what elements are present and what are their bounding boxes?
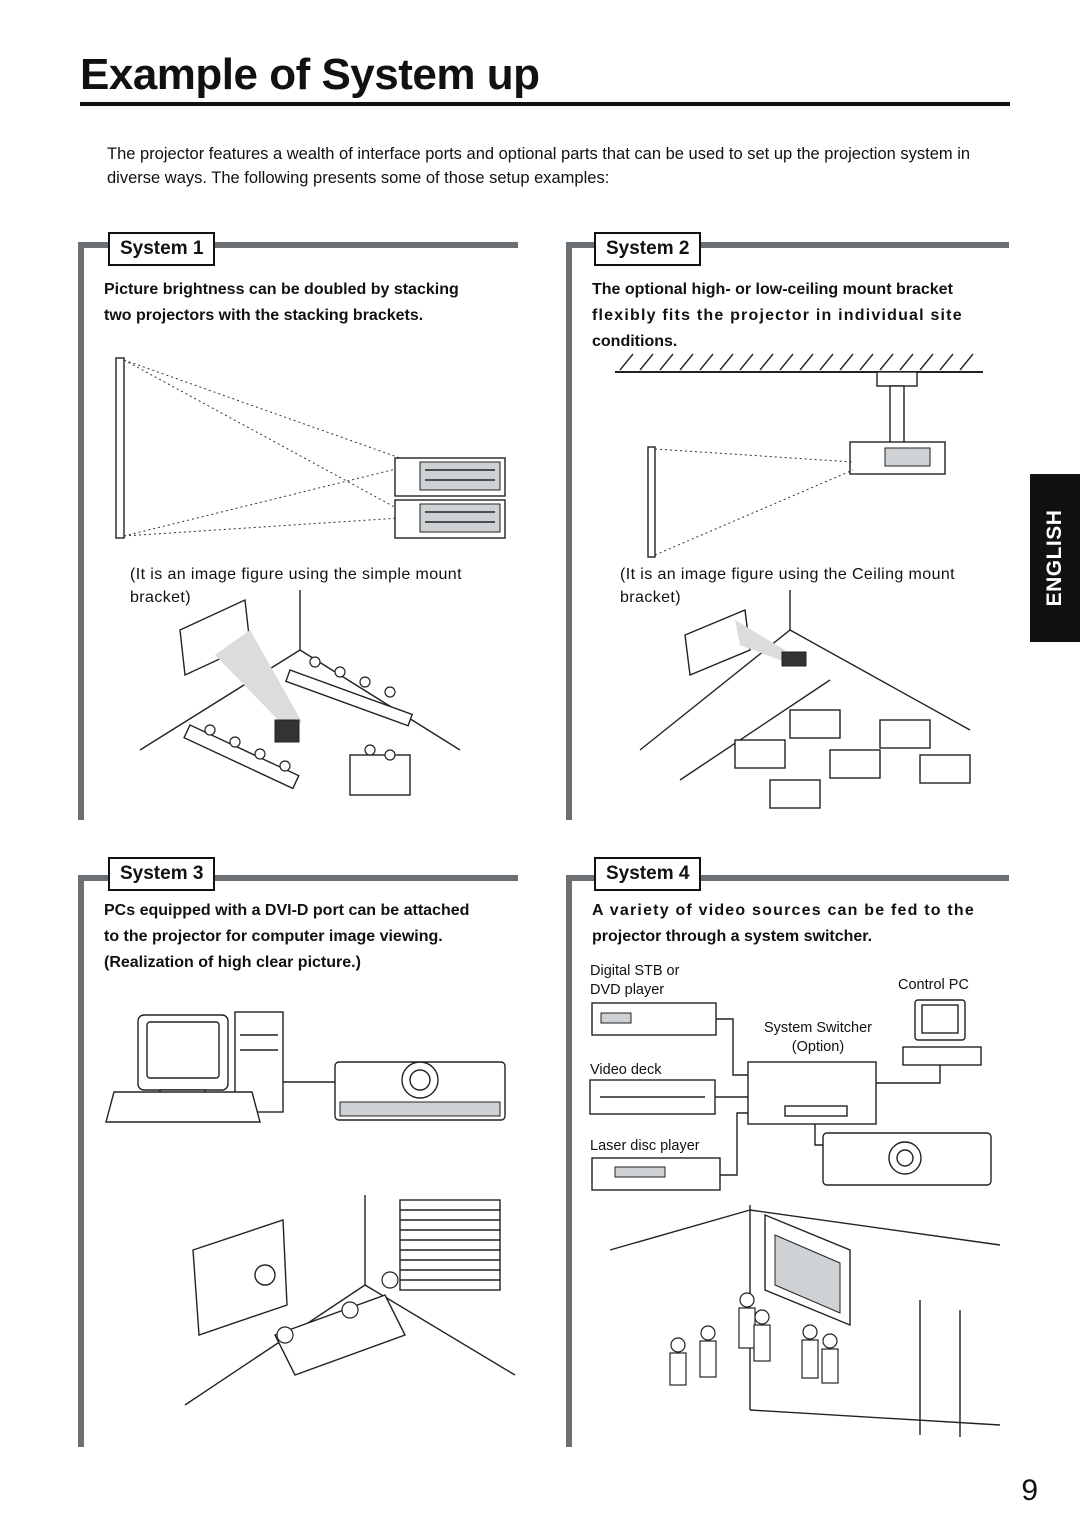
system1-panel-bar — [78, 242, 84, 820]
system3-desc-line: PCs equipped with a DVI-D port can be at… — [104, 902, 470, 919]
intro-text: The projector features a wealth of inter… — [107, 145, 971, 187]
projection-screen — [115, 357, 125, 539]
system1-panel-top — [78, 242, 518, 248]
meeting-room-illustration — [184, 1195, 516, 1406]
pc-to-projector-illustration — [105, 1011, 506, 1123]
video-deck-label: Video deck — [590, 1062, 662, 1078]
system4-desc-line: A variety of video sources can be fed to… — [592, 902, 975, 919]
language-tab-label: ENGLISH — [1043, 509, 1066, 607]
system4-panel-top — [566, 875, 1009, 881]
system2-caption-line: (It is an image figure using the Ceiling… — [620, 566, 956, 583]
stacked-projectors-illustration — [115, 357, 506, 539]
system3-panel-bar — [78, 875, 84, 1447]
system2-desc-line: The optional high- or low-ceiling mount … — [592, 281, 953, 298]
stb-dvd-label: Digital STB or DVD player — [590, 962, 679, 1000]
system3-description: PCs equipped with a DVI-D port can be at… — [104, 898, 524, 976]
system-switcher-diagram — [589, 999, 992, 1191]
system1-description: Picture brightness can be doubled by sta… — [104, 277, 524, 329]
wall-screen — [684, 608, 751, 677]
table — [274, 1294, 406, 1376]
system1-caption: (It is an image figure using the simple … — [130, 563, 518, 609]
control-pc — [902, 999, 982, 1066]
system4-description: A variety of video sources can be fed to… — [592, 898, 1007, 950]
projector-top — [394, 457, 506, 497]
wall-screen — [192, 1219, 288, 1336]
page-number: 9 — [1021, 1474, 1038, 1507]
system1-label: System 1 — [108, 232, 216, 266]
system-switcher-label: System Switcher (Option) — [758, 1019, 878, 1057]
laser-disc-player — [591, 1157, 721, 1191]
control-pc-label: Control PC — [898, 977, 969, 993]
switcher-label-line: System Switcher — [764, 1020, 872, 1036]
system3-desc-line: (Realization of high clear picture.) — [104, 954, 361, 971]
keyboard — [105, 1091, 261, 1123]
system2-description: The optional high- or low-ceiling mount … — [592, 277, 1007, 355]
system4-panel-bar — [566, 875, 572, 1447]
system3-panel-top — [78, 875, 518, 881]
mount-pole — [889, 385, 905, 447]
system3-desc-line: to the projector for computer image view… — [104, 928, 443, 945]
projection-screen — [647, 446, 656, 558]
system2-label: System 2 — [594, 232, 702, 266]
title-rule — [80, 102, 1010, 106]
laser-disc-label: Laser disc player — [590, 1138, 700, 1154]
system2-panel-top — [566, 242, 1009, 248]
system2-desc-line: conditions. — [592, 333, 678, 350]
switcher-label-line: (Option) — [791, 1039, 845, 1055]
page-title: Example of System up — [80, 50, 540, 99]
system1-caption-line: bracket) — [130, 589, 191, 606]
projector-bottom — [394, 499, 506, 539]
stb-label-line: DVD player — [590, 982, 665, 998]
ceiling-classroom-illustration — [639, 590, 971, 809]
system1-caption-line: (It is an image figure using the simple … — [130, 566, 462, 583]
visitors — [669, 1292, 839, 1386]
system2-caption-line: bracket) — [620, 589, 681, 606]
system2-caption: (It is an image figure using the Ceiling… — [620, 563, 1010, 609]
system4-label: System 4 — [594, 857, 702, 891]
stb-label-line: Digital STB or — [590, 963, 680, 979]
projector — [274, 719, 300, 743]
system1-desc-line: Picture brightness can be doubled by sta… — [104, 281, 459, 298]
projector — [781, 651, 807, 667]
connection-cables — [715, 1018, 941, 1176]
language-tab: ENGLISH — [1030, 474, 1080, 642]
system4-desc-line: projector through a system switcher. — [592, 928, 873, 945]
lobby-illustration — [609, 1205, 1001, 1437]
system2-desc-line: flexibly fits the projector in individua… — [592, 307, 963, 324]
system3-label: System 3 — [108, 857, 216, 891]
system2-panel-bar — [566, 242, 572, 820]
ceiling-mount-illustration — [615, 353, 983, 558]
classroom-illustration — [139, 590, 461, 796]
mount-plate — [876, 371, 918, 387]
system1-desc-line: two projectors with the stacking bracket… — [104, 307, 424, 324]
window-blinds — [399, 1199, 501, 1291]
